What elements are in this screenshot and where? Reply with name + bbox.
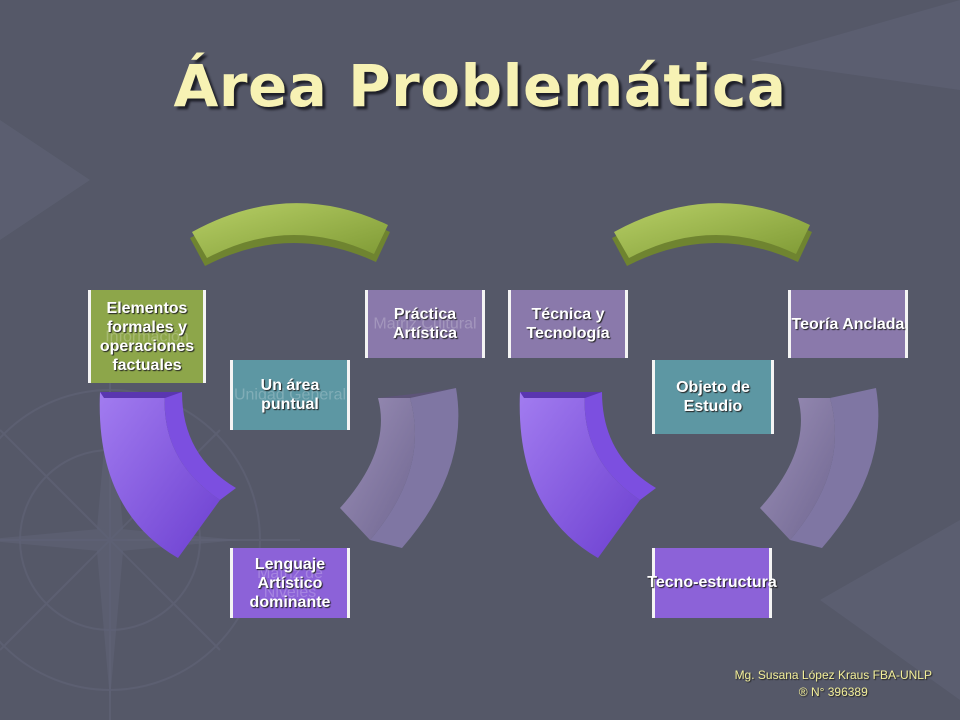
right-cycle-right-arc (760, 388, 879, 548)
left-center-ghost-label: Unidad General (233, 386, 347, 404)
left-top-left-ghost-label: Información (105, 328, 189, 345)
right-bottom-box: Tecno-estructura (647, 548, 777, 618)
slide-title: Área Problemática (173, 52, 787, 120)
author-footer: Mg. Susana López Kraus FBA-UNLP ® N° 396… (735, 667, 932, 701)
left-bottom-label: Lenguaje Artístico dominante (249, 555, 331, 611)
left-cycle-right-arc (340, 388, 459, 548)
right-center-label: Objeto de Estudio (676, 379, 750, 415)
left-top-left-box: Información Elementos formales y operaci… (88, 290, 206, 383)
author-footer-line2: ® N° 396389 (798, 685, 868, 699)
left-top-right-label: Práctica Artística (392, 306, 458, 342)
left-bottom-box: Matriz de Niveles Lenguaje Artístico dom… (230, 548, 350, 618)
left-top-left-label: Elementos formales y operaciones factual… (99, 299, 195, 374)
right-top-right-box: Teoría Anclada (788, 290, 908, 358)
left-cycle-left-arc (99, 392, 236, 558)
left-cycle-top-arc (190, 203, 390, 266)
left-bottom-ghost-label: Matriz de Niveles (257, 565, 323, 601)
left-center-box: Unidad General Un área puntual (230, 360, 350, 430)
right-cycle-left-arc (519, 392, 656, 558)
author-footer-line1: Mg. Susana López Kraus FBA-UNLP (734, 668, 932, 682)
right-center-box: Objeto de Estudio (652, 360, 774, 434)
left-top-right-box: Matriz Cultural Práctica Artística (365, 290, 485, 358)
right-top-left-box: Técnica y Tecnología (508, 290, 628, 358)
left-center-label: Un área puntual (260, 377, 320, 413)
right-top-right-label: Teoría Anclada (791, 315, 905, 333)
right-cycle-top-arc (612, 203, 812, 266)
right-bottom-label: Tecno-estructura (647, 574, 777, 591)
right-top-left-label: Técnica y Tecnología (526, 306, 610, 342)
left-top-right-ghost-label: Matriz Cultural (373, 315, 477, 333)
